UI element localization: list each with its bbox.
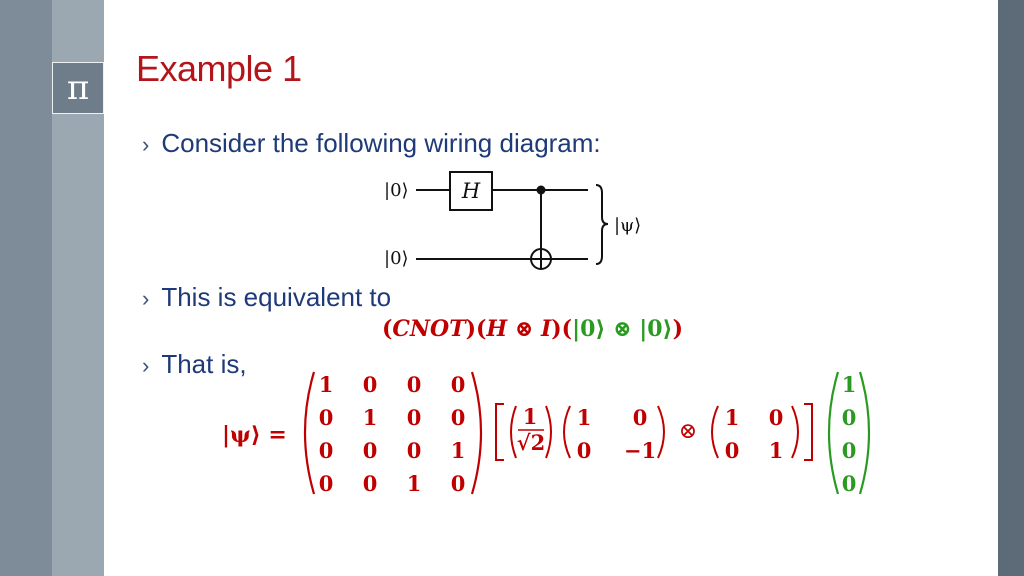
expr-tensor: ⊗ (507, 316, 541, 342)
cnot-matrix-cell: 1 (407, 471, 422, 496)
bullet-consider: › Consider the following wiring diagram: (142, 128, 601, 159)
i-left-paren (711, 405, 719, 459)
expr-open: ( (382, 316, 393, 342)
cnot-matrix-cell: 0 (407, 405, 422, 430)
pi-logo-icon: π (52, 62, 104, 114)
tensor-symbol: ⊗ (679, 419, 697, 444)
cnot-matrix-cell: 0 (363, 372, 378, 397)
output-brace (595, 184, 609, 265)
expr-close-open: )( (465, 316, 487, 342)
h-matrix-cell: 1 (577, 405, 592, 430)
scalar-denominator: √2 (517, 430, 545, 455)
cnot-right-paren (470, 371, 483, 495)
expr-close: ) (672, 316, 683, 342)
hadamard-label: H (461, 179, 481, 203)
cnot-matrix-cell: 1 (319, 372, 334, 397)
expr-i: I (540, 316, 552, 342)
scalar-numerator: 1 (523, 404, 538, 429)
cnot-matrix-cell: 0 (319, 438, 334, 463)
expr-cnot: CNOT (392, 316, 466, 342)
psi-lhs: |ψ⟩ = (222, 422, 287, 448)
outer-right-bracket (804, 403, 813, 461)
bullet-chevron-icon: › (142, 353, 150, 378)
cnot-matrix-cell: 0 (407, 372, 422, 397)
bullet-chevron-icon: › (142, 132, 150, 157)
bullet-equivalent: › This is equivalent to (142, 282, 391, 313)
scalar-left-paren (510, 405, 517, 459)
identity-matrix-cell: 1 (725, 405, 740, 430)
bullet-chevron-icon: › (142, 286, 150, 311)
expr-h: H (486, 316, 508, 342)
h-matrix-cell: 0 (633, 405, 648, 430)
input-bottom-label: |0⟩ (384, 248, 409, 269)
cnot-matrix-cell: 0 (451, 405, 466, 430)
h-right-paren (657, 405, 665, 459)
bullet-text: This is equivalent to (161, 282, 392, 312)
cnot-matrix-cell: 0 (319, 405, 334, 430)
right-decorative-band (998, 0, 1024, 576)
identity-matrix-cell: 0 (769, 405, 784, 430)
h-left-paren (563, 405, 571, 459)
cnot-matrix-cell: 0 (451, 471, 466, 496)
h-matrix: 1 0 0 −1 (577, 405, 656, 463)
cnot-matrix-cell: 1 (451, 438, 466, 463)
pi-symbol: π (66, 68, 90, 108)
slide-title: Example 1 (136, 48, 302, 89)
identity-matrix: 1 0 0 1 (725, 405, 784, 463)
cnot-matrix: 1 0 0 0 0 1 0 0 0 0 0 1 0 0 1 0 (319, 372, 466, 496)
scalar-right-paren (545, 405, 552, 459)
state-vector-cell: 0 (842, 405, 857, 430)
cnot-matrix-cell: 0 (407, 438, 422, 463)
output-label: |ψ⟩ (614, 215, 641, 236)
wiring-diagram: |0⟩ |0⟩ H |ψ⟩ (384, 171, 641, 270)
bullet-text: That is, (161, 349, 247, 379)
expr-kets: |0⟩ ⊗ |0⟩ (572, 316, 673, 342)
state-vector: 1 0 0 0 (842, 372, 857, 496)
hadamard-gate (449, 171, 493, 211)
operator-expression: (CNOT)(H ⊗ I)(|0⟩ ⊗ |0⟩) (382, 316, 722, 346)
vector-right-paren (858, 371, 871, 495)
identity-matrix-cell: 0 (725, 438, 740, 463)
state-vector-cell: 1 (842, 372, 857, 397)
h-matrix-cell: −1 (624, 438, 656, 463)
cnot-matrix-cell: 0 (363, 438, 378, 463)
cnot-left-paren (303, 371, 316, 495)
vector-left-paren (827, 371, 840, 495)
cnot-matrix-cell: 0 (363, 471, 378, 496)
h-matrix-cell: 0 (577, 438, 592, 463)
bullet-text: Consider the following wiring diagram: (161, 128, 601, 158)
cnot-matrix-cell: 1 (363, 405, 378, 430)
state-vector-cell: 0 (842, 471, 857, 496)
cnot-matrix-cell: 0 (319, 471, 334, 496)
state-vector-cell: 0 (842, 438, 857, 463)
input-top-label: |0⟩ (384, 180, 409, 201)
identity-matrix-cell: 1 (769, 438, 784, 463)
expr-close-open-2: )( (551, 316, 573, 342)
cnot-matrix-cell: 0 (451, 372, 466, 397)
bullet-that-is: › That is, (142, 349, 247, 380)
outer-left-bracket (495, 403, 504, 461)
i-right-paren (791, 405, 799, 459)
left-decorative-band (0, 0, 52, 576)
